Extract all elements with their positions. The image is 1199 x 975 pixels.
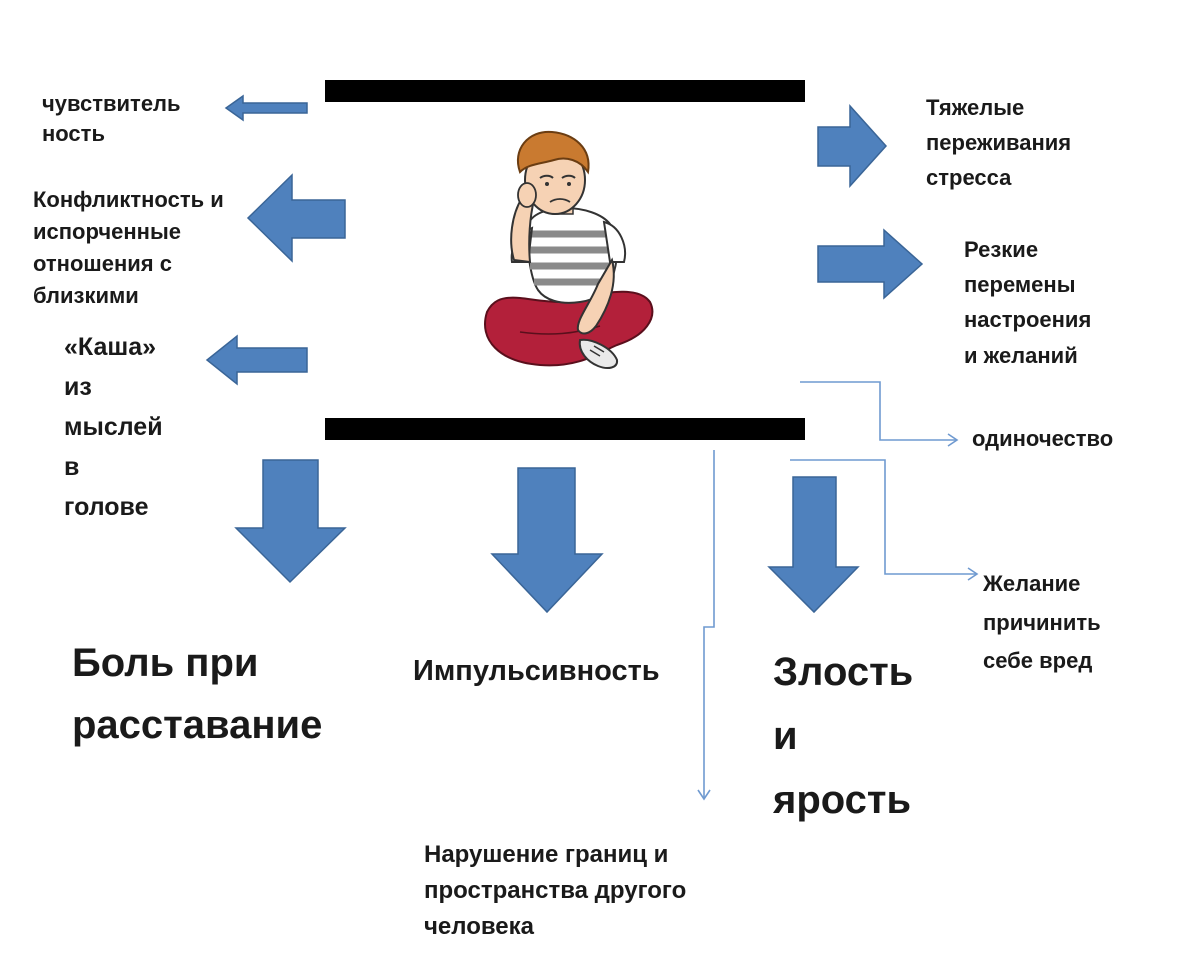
porridge-line-1: «Каша» [64,333,157,361]
right-arrow-icon [817,228,924,300]
top-bar [325,80,805,102]
conflict-line-1: Конфликтность и [33,187,224,212]
boundaries-label: Нарушение границ и пространства другого … [424,837,686,945]
down-arrow-icon [767,476,860,614]
mood-line-2: перемены [964,272,1076,298]
sensitivity-line-1: чувствитель [42,91,181,116]
anger-label: Злость и ярость [773,640,913,832]
boundaries-line-1: Нарушение границ и [424,841,669,868]
bottom-bar [325,418,805,440]
anger-line-3: ярость [773,778,912,822]
pain-line-1: Боль при [72,641,259,685]
thin-connector-arrow-icon [790,459,979,581]
sad-boy-illustration [484,130,654,369]
porridge-line-2: из [64,373,92,401]
impulsivity-label: Импульсивность [413,655,660,687]
mood-line-3: настроения [964,307,1092,333]
pain-label: Боль при расставание [72,632,322,756]
down-arrow-icon [234,459,347,584]
sensitivity-line-2: ность [42,120,105,146]
loneliness-label: одиночество [972,426,1114,451]
down-arrow-icon [490,467,604,614]
stress-line-2: переживания [926,130,1072,156]
porridge-line-3: мыслей [64,413,163,441]
self-harm-line-3: себе вред [983,648,1093,673]
porridge-thoughts-label: «Каша» из мыслей в голове [64,327,163,527]
conflict-label: Конфликтность и испорченные отношения с … [33,184,224,312]
self-harm-line-1: Желание [983,571,1081,596]
anger-line-1: Злость [773,650,914,694]
sensitivity-label: чувствитель ность [42,89,181,148]
thin-connector-arrow-icon [697,450,715,801]
right-arrow-icon [817,104,888,188]
mood-swings-label: Резкие перемены настроения и желаний [964,232,1091,373]
boundaries-line-3: человека [424,913,535,940]
conflict-line-2: испорченные [33,218,181,244]
anger-line-2: и [773,714,798,758]
conflict-line-4: близкими [33,282,139,308]
self-harm-label: Желание причинить себе вред [983,565,1101,681]
conflict-line-3: отношения с [33,250,172,276]
stress-line-3: стресса [926,165,1012,191]
porridge-line-5: голове [64,493,149,521]
pain-line-2: расставание [72,703,323,747]
porridge-line-4: в [64,453,80,481]
left-arrow-icon [224,94,308,122]
thin-connector-arrow-icon [800,381,959,447]
boundaries-line-2: пространства другого [424,877,687,904]
mood-line-4: и желаний [964,342,1078,368]
stress-line-1: Тяжелые [926,95,1025,120]
mood-line-1: Резкие [964,237,1039,262]
left-arrow-icon [246,173,346,263]
left-arrow-icon [205,334,308,386]
self-harm-line-2: причинить [983,609,1101,635]
stress-label: Тяжелые переживания стресса [926,90,1071,196]
